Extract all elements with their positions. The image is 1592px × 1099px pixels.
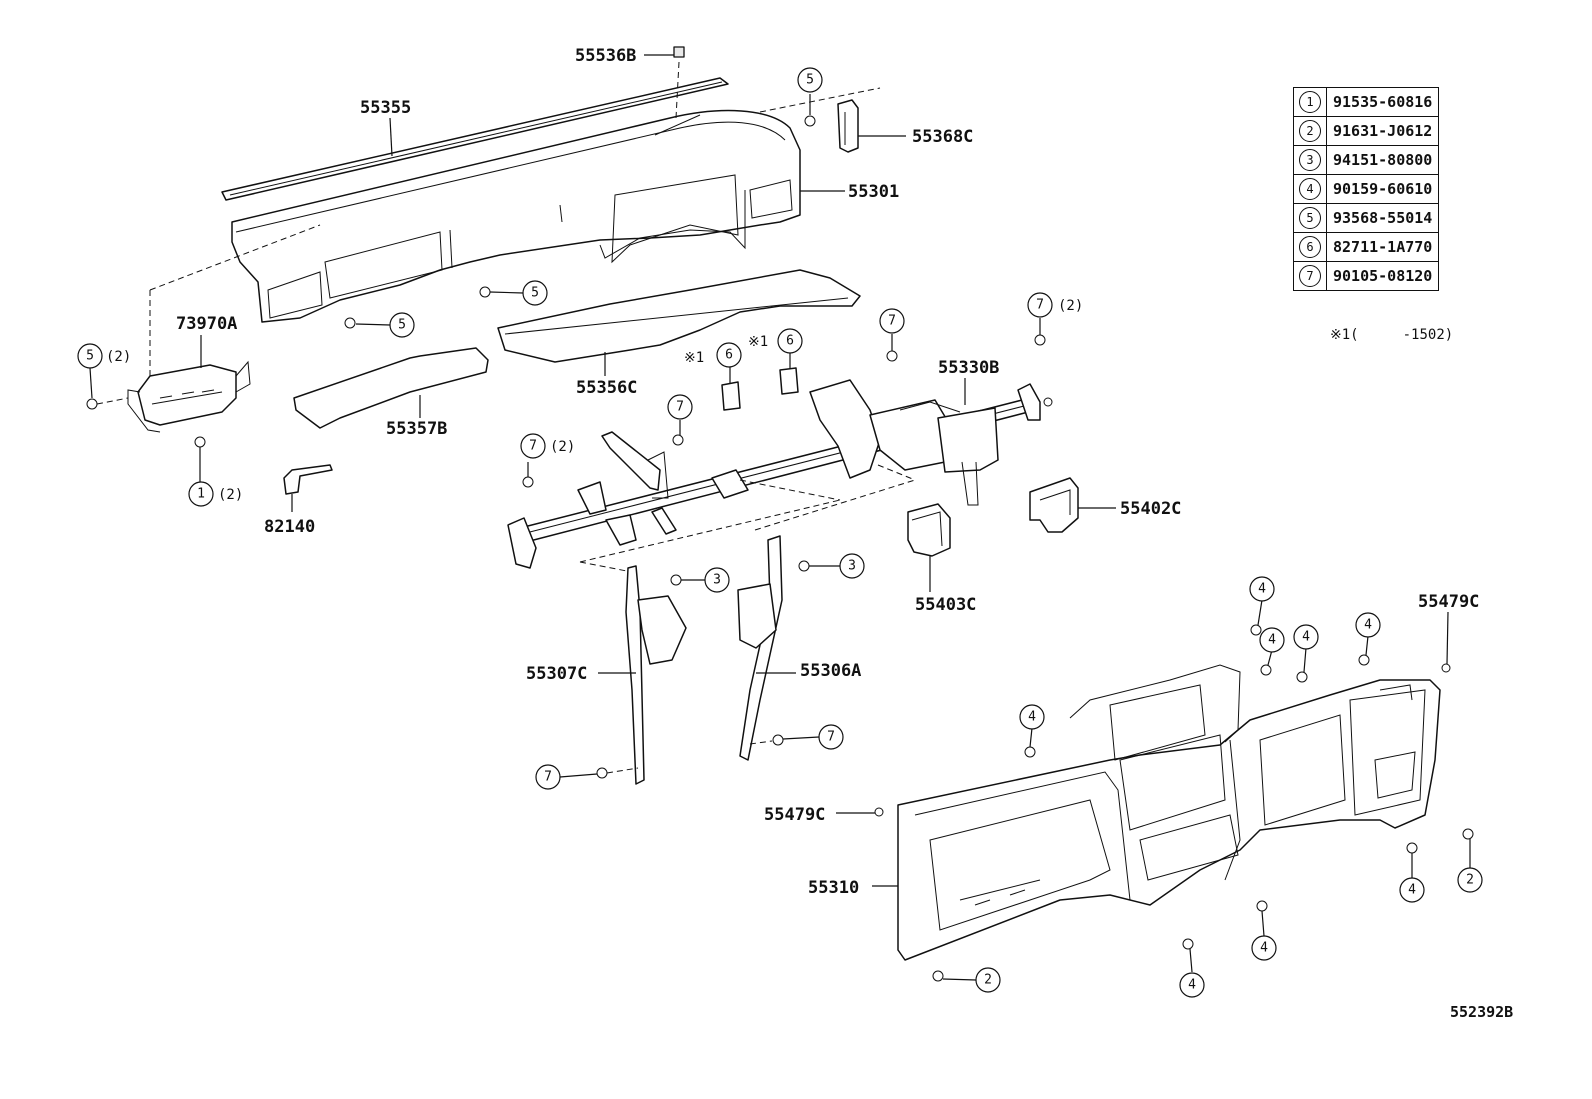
note-open: ( (1350, 327, 1359, 343)
part-55356c-pad (497, 269, 861, 376)
legend-part-number: 93568-55014 (1325, 203, 1440, 233)
callout-4-h: 4 (1188, 978, 1196, 993)
callout-4-c: 4 (1302, 630, 1310, 645)
part-55330b-reinforcement (507, 318, 1053, 573)
label-73970a: 73970A (176, 314, 237, 334)
callout-5-mid: 5 (531, 286, 539, 301)
callout-3-left: 3 (713, 573, 721, 588)
part-55310-lower-panel (836, 599, 1474, 982)
callout-7-d: 7 (529, 439, 537, 454)
label-55357b: 55357B (386, 419, 447, 439)
callout-7-f: 7 (827, 730, 835, 745)
part-55306a-brace (737, 535, 810, 761)
part-55402c (1029, 477, 1116, 533)
label-55402c: 55402C (1120, 499, 1181, 519)
label-55403c: 55403C (915, 595, 976, 615)
callout-2-right: 2 (1466, 873, 1474, 888)
legend-key-cell: 7 (1293, 261, 1327, 291)
callout-4-d: 4 (1364, 618, 1372, 633)
diagram-reference-code: 552392B (1450, 1003, 1514, 1021)
callout-6-left: 6 (725, 348, 733, 363)
label-55479c-left: 55479C (764, 805, 825, 825)
legend-key-cell: 1 (1293, 87, 1327, 117)
part-73970a-assembly (86, 360, 251, 484)
legend-part-number: 90159-60610 (1325, 174, 1440, 204)
label-55368c: 55368C (912, 127, 973, 147)
note-range: -1502) (1402, 327, 1454, 343)
legend-key-number: 2 (1299, 120, 1321, 142)
callout-7-b: 7 (1036, 298, 1044, 313)
legend-key-number: 4 (1299, 178, 1321, 200)
legend-key-cell: 5 (1293, 203, 1327, 233)
callout-4-g: 4 (1260, 941, 1268, 956)
label-55307c: 55307C (526, 664, 587, 684)
label-55330b: 55330B (938, 358, 999, 378)
label-55479c-right: 55479C (1418, 592, 1479, 612)
callout-2-bottom: 2 (984, 973, 992, 988)
legend-part-number: 82711-1A770 (1325, 232, 1440, 262)
callout-4-a: 4 (1258, 582, 1266, 597)
part-55368c (804, 94, 906, 153)
legend-key-number: 1 (1299, 91, 1321, 113)
legend-part-number: 91631-J0612 (1325, 116, 1440, 146)
part-55403c (907, 503, 951, 592)
label-55356c: 55356C (576, 378, 637, 398)
callout-1: 1 (197, 487, 205, 502)
callout-7-a: 7 (888, 314, 896, 329)
legend-part-number: 90105-08120 (1325, 261, 1440, 291)
legend-key-number: 6 (1299, 236, 1321, 258)
part-labels: 55536B 55355 55368C 55301 73970A 55356C … (176, 46, 1479, 898)
mark-1-right: ※1 (748, 334, 768, 350)
legend-key-cell: 3 (1293, 145, 1327, 175)
callout-6-right: 6 (786, 334, 794, 349)
legend-part-number: 91535-60816 (1325, 87, 1440, 117)
callout-4-e: 4 (1028, 710, 1036, 725)
label-55310: 55310 (808, 878, 859, 898)
part-55307c-brace (596, 565, 687, 785)
callout-4-f: 4 (1408, 883, 1416, 898)
clip-assemblies (721, 352, 799, 411)
note-mark: ※1 (1330, 327, 1351, 343)
callout-4-b: 4 (1268, 633, 1276, 648)
instrument-panel-upper (149, 61, 881, 380)
legend-key-cell: 2 (1293, 116, 1327, 146)
part-55357b-pad (293, 347, 489, 429)
part-82140-bracket (283, 464, 333, 512)
callout-5-low: 5 (398, 318, 406, 333)
qty-7-d: (2) (550, 439, 575, 455)
legend-key-cell: 6 (1293, 232, 1327, 262)
label-82140: 82140 (264, 517, 315, 537)
label-55536b: 55536B (575, 46, 636, 66)
callout-numbers: 5 5 5 5 (2) 1 (2) ※1 6 ※1 6 7 7 (2) 7 7 … (77, 67, 1483, 998)
callout-5-top: 5 (806, 73, 814, 88)
label-55301: 55301 (848, 182, 899, 202)
legend-key-cell: 4 (1293, 174, 1327, 204)
qty-7-b: (2) (1058, 298, 1083, 314)
legend-part-number: 94151-80800 (1325, 145, 1440, 175)
label-55355: 55355 (360, 98, 411, 118)
legend-key-number: 3 (1299, 149, 1321, 171)
production-note: ※1( -1502) (1330, 327, 1453, 343)
qty-5-left: (2) (106, 349, 131, 365)
mark-1-left: ※1 (684, 350, 704, 366)
callout-7-c: 7 (676, 400, 684, 415)
legend-key-number: 7 (1299, 265, 1321, 287)
label-55306a: 55306A (800, 661, 861, 681)
callout-7-e: 7 (544, 770, 552, 785)
callout-5-left: 5 (86, 349, 94, 364)
legend-key-number: 5 (1299, 207, 1321, 229)
callout-3-right: 3 (848, 559, 856, 574)
qty-1: (2) (218, 487, 243, 503)
